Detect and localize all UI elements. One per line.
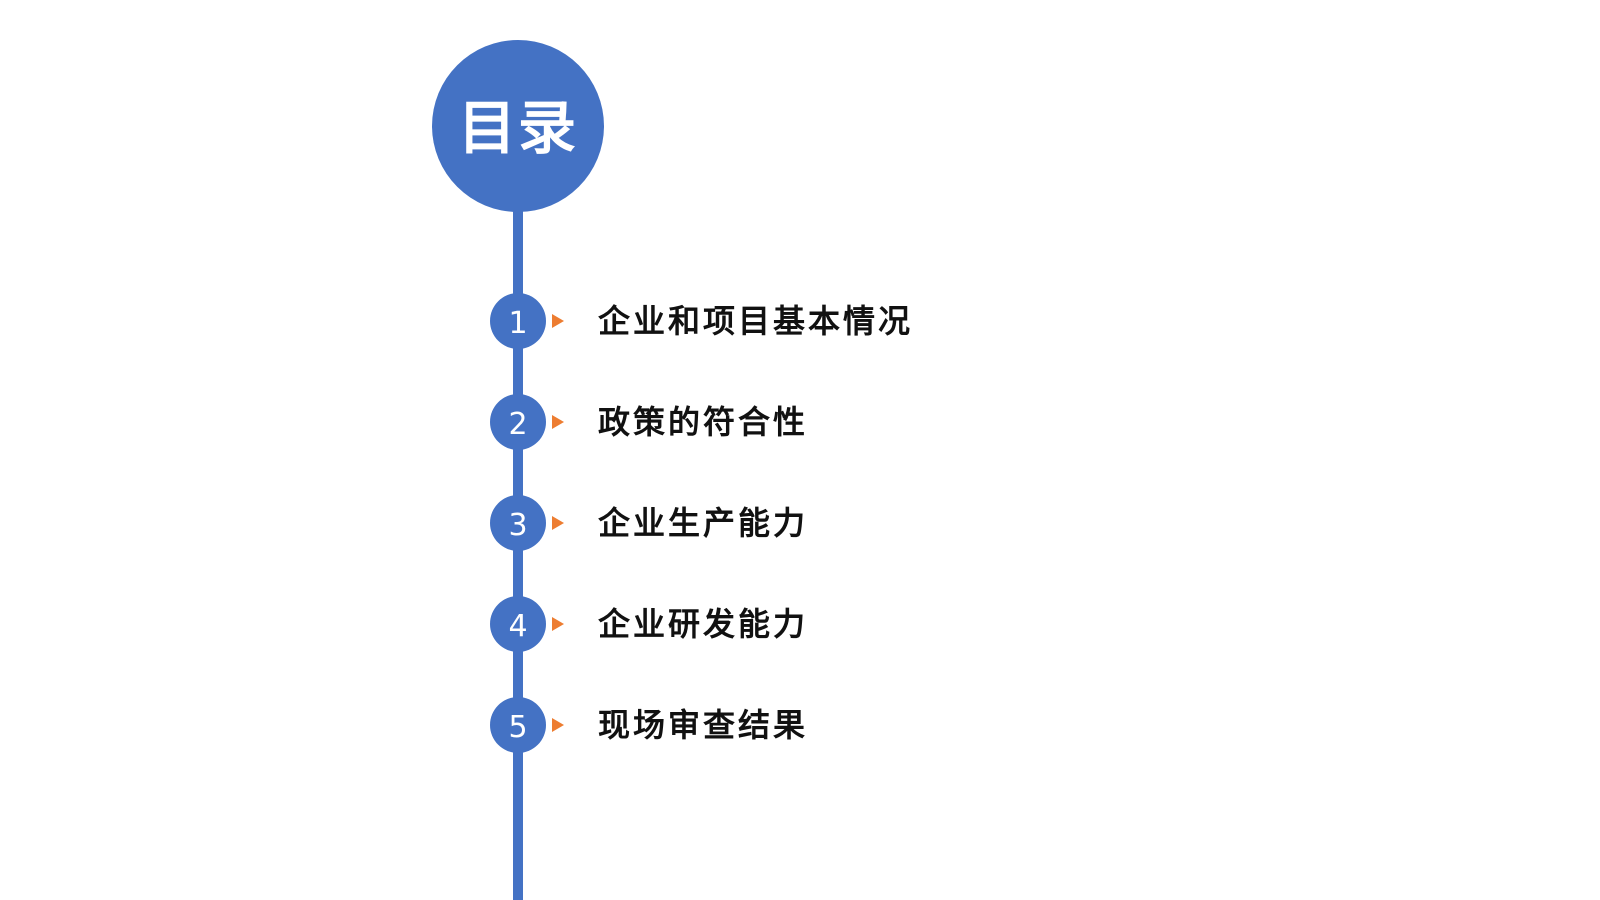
title-circle: 目录 <box>432 40 604 212</box>
triangle-arrow-icon <box>552 415 564 429</box>
item-label: 企业和项目基本情况 <box>598 302 914 340</box>
triangle-arrow-icon <box>552 516 564 530</box>
item-label: 企业研发能力 <box>598 605 809 643</box>
toc-item-4[interactable]: 4 企业研发能力 <box>0 596 1600 652</box>
toc-item-2[interactable]: 2 政策的符合性 <box>0 394 1600 450</box>
item-number-circle: 1 <box>490 293 546 349</box>
item-label: 企业生产能力 <box>598 504 809 542</box>
item-number-circle: 3 <box>490 495 546 551</box>
item-number: 2 <box>508 407 528 442</box>
item-number-circle: 5 <box>490 697 546 753</box>
triangle-arrow-icon <box>552 617 564 631</box>
item-number: 1 <box>508 306 528 341</box>
toc-item-5[interactable]: 5 现场审查结果 <box>0 697 1600 753</box>
triangle-arrow-icon <box>552 314 564 328</box>
item-number: 3 <box>508 508 528 543</box>
item-number: 5 <box>508 710 528 745</box>
page-title: 目录 <box>457 94 578 162</box>
toc-item-1[interactable]: 1 企业和项目基本情况 <box>0 293 1600 349</box>
triangle-arrow-icon <box>552 718 564 732</box>
toc-item-3[interactable]: 3 企业生产能力 <box>0 495 1600 551</box>
item-label: 政策的符合性 <box>598 403 809 441</box>
item-number: 4 <box>508 609 528 644</box>
item-number-circle: 4 <box>490 596 546 652</box>
item-number-circle: 2 <box>490 394 546 450</box>
item-label: 现场审查结果 <box>598 706 809 744</box>
